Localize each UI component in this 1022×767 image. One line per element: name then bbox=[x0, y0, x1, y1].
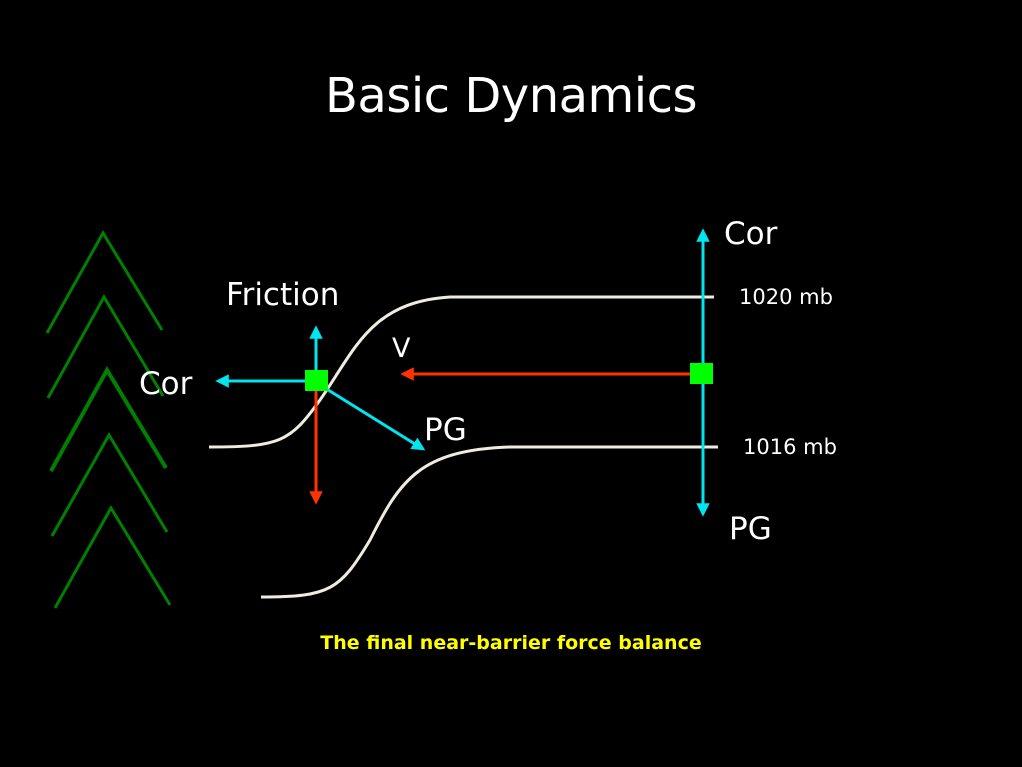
isobar-1016 bbox=[260, 445, 718, 599]
far-coriolis-label: Cor bbox=[724, 216, 778, 252]
near-pg-arrow bbox=[324, 386, 426, 451]
barrier-chevron bbox=[46, 293, 165, 399]
friction-label: Friction bbox=[226, 277, 339, 313]
mountain-barrier bbox=[45, 230, 172, 609]
velocity-label: V bbox=[392, 333, 411, 364]
slide-title: Basic Dynamics bbox=[324, 68, 698, 124]
barrier-chevron bbox=[45, 230, 164, 334]
near-coriolis-label: Cor bbox=[139, 366, 193, 402]
near-pg-label: PG bbox=[424, 412, 467, 448]
slide-caption: The final near-barrier force balance bbox=[320, 632, 702, 654]
isobar-1016-label: 1016 mb bbox=[743, 435, 837, 459]
far-air-parcel bbox=[690, 363, 713, 384]
isobar-1020-label: 1020 mb bbox=[739, 285, 833, 309]
barrier-chevron bbox=[50, 432, 169, 537]
barrier-chevron bbox=[53, 505, 172, 609]
far-pg-label: PG bbox=[729, 511, 772, 547]
barrier-chevron bbox=[49, 366, 168, 472]
isobar-1020 bbox=[208, 295, 714, 449]
near-air-parcel bbox=[305, 370, 328, 391]
